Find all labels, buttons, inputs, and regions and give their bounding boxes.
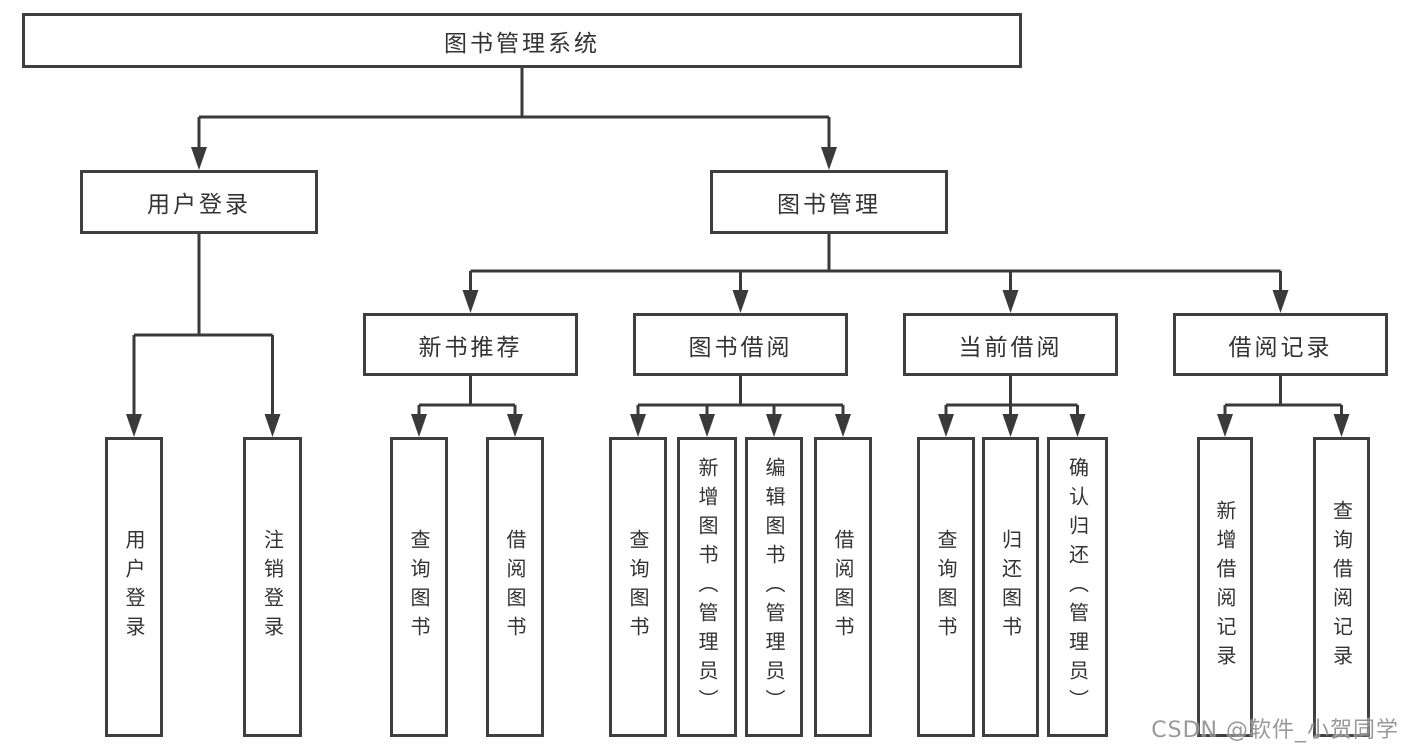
node-book-management: 图书管理	[710, 170, 948, 234]
leaf-cb-confirm-return-admin-label: 确认归还（管理员）	[1065, 456, 1090, 718]
leaf-br-add-borrow-record: 新增借阅记录	[1197, 437, 1253, 737]
leaf-cb-return-book-label: 归还图书	[998, 529, 1023, 645]
leaf-user-login: 用户登录	[105, 437, 163, 737]
watermark-text: CSDN @软件_小贺同学	[1151, 718, 1399, 743]
node-book-management-label: 图书管理	[777, 192, 881, 218]
node-user-login: 用户登录	[80, 170, 318, 234]
leaf-br-query-borrow-record-label: 查询借阅记录	[1329, 500, 1354, 674]
leaf-nb-query-book-label: 查询图书	[407, 529, 431, 645]
node-new-book-recommend-label: 新书推荐	[418, 334, 523, 361]
node-current-borrow: 当前借阅	[903, 313, 1118, 376]
leaf-cb-return-book: 归还图书	[982, 437, 1039, 737]
leaf-bb-borrow-book: 借阅图书	[814, 437, 872, 737]
node-root: 图书管理系统	[22, 13, 1022, 68]
leaf-bb-add-book-admin: 新增图书（管理员）	[677, 437, 737, 737]
node-borrow-records: 借阅记录	[1173, 313, 1388, 376]
leaf-nb-borrow-book: 借阅图书	[486, 437, 544, 737]
leaf-bb-add-book-admin-label: 新增图书（管理员）	[695, 456, 719, 718]
leaf-bb-query-book: 查询图书	[609, 437, 667, 737]
leaf-logout: 注销登录	[243, 437, 302, 737]
leaf-nb-borrow-book-label: 借阅图书	[503, 529, 527, 645]
node-root-label: 图书管理系统	[444, 30, 600, 57]
leaf-cb-query-book: 查询图书	[917, 437, 975, 737]
leaf-logout-label: 注销登录	[260, 529, 285, 645]
leaf-cb-confirm-return-admin: 确认归还（管理员）	[1047, 437, 1108, 737]
leaf-br-add-borrow-record-label: 新增借阅记录	[1213, 500, 1237, 674]
leaf-bb-edit-book-admin: 编辑图书（管理员）	[745, 437, 803, 737]
node-book-borrow: 图书借阅	[633, 313, 848, 376]
leaf-bb-query-book-label: 查询图书	[626, 529, 650, 645]
node-current-borrow-label: 当前借阅	[958, 334, 1063, 361]
leaf-user-login-label: 用户登录	[122, 529, 146, 645]
node-borrow-records-label: 借阅记录	[1228, 334, 1333, 361]
leaf-cb-query-book-label: 查询图书	[934, 529, 958, 645]
leaf-br-query-borrow-record: 查询借阅记录	[1313, 437, 1370, 737]
node-user-login-label: 用户登录	[147, 192, 251, 218]
leaf-bb-borrow-book-label: 借阅图书	[831, 529, 855, 645]
leaf-nb-query-book: 查询图书	[390, 437, 448, 737]
node-new-book-recommend: 新书推荐	[363, 313, 578, 376]
leaf-bb-edit-book-admin-label: 编辑图书（管理员）	[762, 456, 786, 718]
node-book-borrow-label: 图书借阅	[688, 334, 793, 361]
